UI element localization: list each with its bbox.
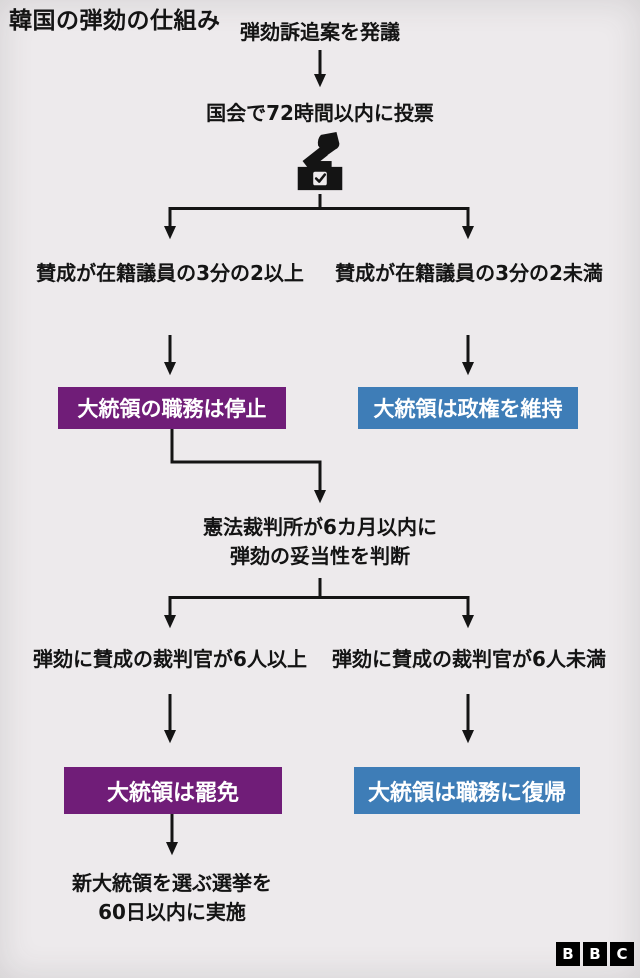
bbc-logo: B B C <box>556 942 634 966</box>
result-president-removed: 大統領は罷免 <box>64 767 282 814</box>
infographic-title: 韓国の弾劾の仕組み <box>9 8 221 34</box>
court-review-line-1: 憲法裁判所が6カ月以内に <box>203 515 437 539</box>
condition-assembly-two-thirds-or-more: 賛成が在籍議員の3分の2以上 <box>36 261 304 285</box>
connector-vote-split <box>170 194 468 210</box>
step-new-president-election: 新大統領を選ぶ選挙を 60日以内に実施 <box>2 869 342 927</box>
arrow-suspend-to-court <box>170 429 326 504</box>
bbc-logo-block-1: B <box>556 942 580 966</box>
ballot-box-icon <box>289 130 351 194</box>
election-line-1: 新大統領を選ぶ選挙を <box>72 871 272 895</box>
bbc-logo-block-2: B <box>583 942 607 966</box>
step-constitutional-court-review: 憲法裁判所が6カ月以内に 弾劾の妥当性を判断 <box>0 513 640 571</box>
condition-assembly-less-than-two-thirds: 賛成が在籍議員の3分の2未満 <box>335 261 603 285</box>
election-line-2: 60日以内に実施 <box>98 900 246 924</box>
bbc-logo-block-3: C <box>610 942 634 966</box>
court-review-line-2: 弾劾の妥当性を判断 <box>230 544 410 568</box>
connector-court-split <box>170 578 468 599</box>
step-assembly-vote: 国会で72時間以内に投票 <box>206 101 434 125</box>
result-president-retains-power: 大統領は政権を維持 <box>358 387 578 429</box>
result-president-suspended: 大統領の職務は停止 <box>58 387 286 429</box>
condition-court-six-or-more: 弾劾に賛成の裁判官が6人以上 <box>33 647 307 671</box>
condition-court-less-than-six: 弾劾に賛成の裁判官が6人未満 <box>332 647 606 671</box>
step-propose-motion: 弾劾訴追案を発議 <box>240 20 400 44</box>
result-president-reinstated: 大統領は職務に復帰 <box>354 767 580 814</box>
